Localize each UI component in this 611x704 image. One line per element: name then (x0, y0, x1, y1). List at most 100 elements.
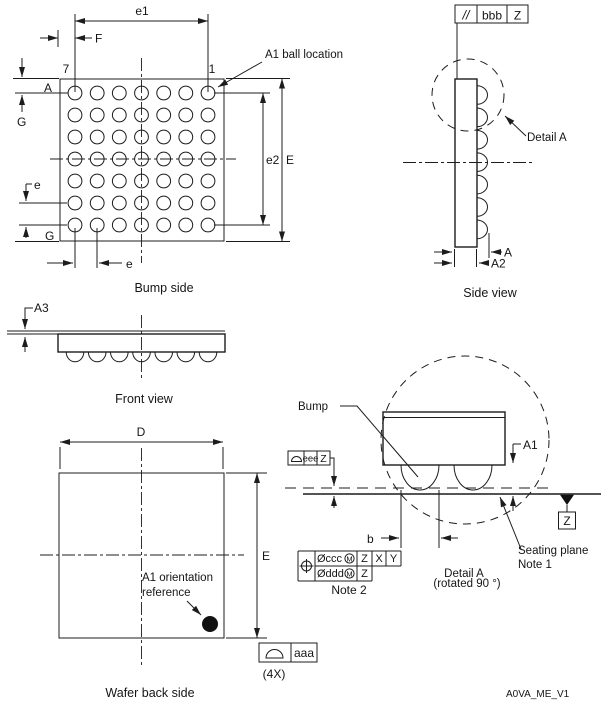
detail-a-caption-line2: (rotated 90 °) (433, 578, 500, 590)
ball (156, 217, 172, 233)
front-bump (154, 351, 173, 363)
g-top-dimension-label: G (17, 115, 26, 129)
g-bottom-dimension-label: G (45, 229, 54, 243)
fcf-datum-x: X (375, 553, 383, 565)
die-side-outline (454, 78, 478, 248)
datum-z-letter: Z (563, 514, 570, 528)
fcf-tolerance-eee: eee (303, 454, 319, 465)
b-dimension-label: b (367, 532, 374, 546)
a3-bracket-arrow-down (22, 307, 33, 329)
fcf-tolerance-ccc: Øccc (317, 553, 343, 565)
bump-side-view: e1 F 7 1 A1 ball location A G e G e (13, 4, 343, 295)
bump-left (400, 464, 440, 491)
e-dimension-label: E (262, 549, 270, 563)
a-dimension-label: A (504, 246, 512, 260)
ball (134, 173, 149, 189)
detail-a-leader-arrow (504, 115, 527, 137)
side-bump (476, 174, 488, 195)
ball (156, 85, 172, 101)
fcf-tolerance-aaa: aaa (294, 646, 314, 660)
fcf-tolerance-ddd: Øddd (317, 568, 344, 580)
ball (89, 85, 105, 101)
ball (200, 151, 216, 167)
seating-plane-label-line2: Note 1 (518, 559, 552, 571)
ball (134, 107, 149, 123)
front-bump (65, 351, 85, 363)
ball (156, 151, 172, 167)
ball (134, 129, 149, 145)
mmc-letter: M (346, 555, 352, 564)
ball (134, 85, 149, 101)
ball (156, 107, 172, 123)
wafer-back-side-view: D E A1 orientation reference Wafer back … (40, 425, 318, 700)
ball (111, 151, 127, 167)
ball (89, 195, 105, 211)
a1-orientation-dot (202, 616, 218, 632)
fcf-tolerance-bbb: bbb (482, 9, 502, 23)
row-a-label: A (44, 81, 52, 95)
front-view-caption: Front view (115, 392, 174, 406)
detail-a-view: Bump A1 eee Z b (285, 355, 601, 597)
f-dimension-label: F (95, 32, 102, 46)
ball (111, 217, 127, 233)
ball (67, 129, 83, 145)
seating-plane-label-line1: Seating plane (518, 545, 588, 557)
e-left-dimension-label: e (34, 178, 41, 192)
ball (178, 85, 194, 101)
a2-dimension-label: A2 (491, 257, 506, 271)
ball (178, 217, 194, 233)
ball (200, 107, 216, 123)
mmc-letter: M (346, 570, 352, 579)
fcf-datum-y: Y (390, 553, 398, 565)
ball (178, 129, 194, 145)
a1-dimension-label: A1 (523, 438, 538, 452)
e1-dimension-label: e1 (135, 4, 149, 18)
front-bump (110, 351, 129, 363)
front-bump (176, 351, 196, 363)
column-1-label: 1 (209, 62, 216, 76)
parallelism-fcf-frame (454, 4, 529, 24)
bump-right (453, 464, 493, 491)
profile-of-surface-icon (265, 649, 284, 659)
side-bump (476, 85, 488, 105)
side-bump (476, 197, 488, 217)
parallelism-icon: // (462, 9, 471, 23)
detail-a-boundary-circle (380, 355, 550, 525)
datum-z-box (558, 511, 576, 530)
wafer-back-caption: Wafer back side (105, 686, 194, 700)
mmc-icon (344, 553, 355, 564)
e-bottom-dimension-label: e (126, 257, 133, 271)
a1-orientation-label-line2: reference (142, 587, 191, 599)
a3-dimension-label: A3 (34, 301, 49, 315)
ball (89, 129, 105, 145)
ball (67, 195, 83, 211)
e2-dimension-label: e2 (266, 153, 280, 167)
column-7-label: 7 (63, 62, 70, 76)
ball (111, 195, 127, 211)
ball (178, 195, 194, 211)
position-fcf-frame: Øccc M Z X Y Øddd M Z (297, 550, 402, 582)
ball (134, 151, 149, 167)
ball (200, 129, 216, 145)
ball (134, 195, 149, 211)
ball (200, 195, 216, 211)
seating-plane-leader-arrow (499, 496, 522, 550)
e-total-dimension-label: E (286, 153, 294, 167)
fcf-datum-z: Z (320, 453, 327, 465)
front-view: A3 Front view (7, 301, 226, 406)
side-view-caption: Side view (463, 286, 517, 300)
ball (200, 217, 216, 233)
ball (200, 173, 216, 189)
ball (156, 173, 172, 189)
fcf-datum-z1: Z (361, 553, 368, 565)
ball (89, 173, 105, 189)
ball (89, 151, 105, 167)
bump-side-caption: Bump side (134, 281, 193, 295)
mmc-icon (344, 568, 355, 579)
detail-a-caption-line1: Detail A (444, 568, 484, 580)
side-bump (476, 107, 488, 128)
profile-fcf-frame (258, 642, 318, 663)
ball (67, 151, 83, 167)
